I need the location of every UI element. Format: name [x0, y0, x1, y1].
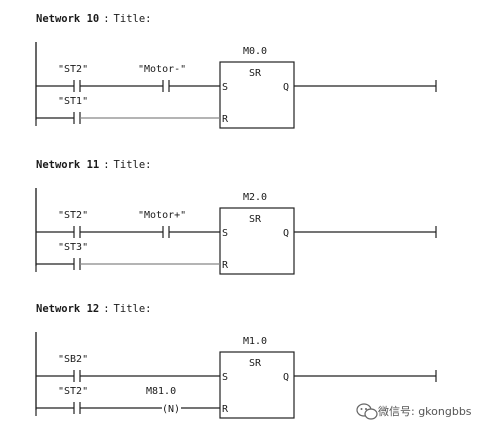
title-separator: : — [103, 13, 109, 25]
network-title: Title: — [114, 303, 152, 315]
network-title: Title: — [114, 13, 152, 25]
set-contact-1 — [73, 370, 81, 382]
network-title: Title: — [114, 159, 152, 171]
pin-s: S — [222, 228, 228, 239]
pin-q: Q — [283, 228, 289, 239]
block-address: M2.0 — [243, 192, 267, 203]
network-11: Network 11:Title:M2.0SRSRQ"ST2""Motor+""… — [35, 159, 437, 275]
set-contact-2 — [162, 226, 170, 238]
network-12: Network 12:Title:M1.0SRSRQ"SB2""ST2"(N)M… — [35, 303, 437, 419]
network-number: Network 12 — [36, 303, 99, 315]
pin-r: R — [222, 260, 229, 271]
set-contact-2 — [162, 80, 170, 92]
reset-contact-1-label: "ST2" — [58, 386, 88, 397]
pin-q: Q — [283, 82, 289, 93]
block-address: M1.0 — [243, 336, 267, 347]
set-contact-1 — [73, 80, 81, 92]
reset-contact-1 — [73, 112, 81, 124]
network-10: Network 10:Title:M0.0SRSRQ"ST2""Motor-""… — [35, 13, 437, 129]
wechat-icon — [356, 403, 378, 420]
network-number: Network 11 — [36, 159, 99, 171]
network-header: Network 12: Title: — [36, 303, 151, 315]
set-contact-1-label: "SB2" — [58, 354, 88, 365]
title-separator: : — [103, 159, 109, 171]
pin-s: S — [222, 82, 228, 93]
set-contact-1-label: "ST2" — [58, 210, 88, 221]
set-contact-2-label: "Motor+" — [138, 210, 186, 221]
pin-r: R — [222, 404, 229, 415]
pin-q: Q — [283, 372, 289, 383]
networks-group: Network 10:Title:M0.0SRSRQ"ST2""Motor-""… — [35, 13, 437, 419]
block-type: SR — [249, 214, 262, 225]
set-contact-1 — [73, 226, 81, 238]
network-header: Network 10: Title: — [36, 13, 151, 25]
reset-coil: (N) — [162, 404, 180, 415]
reset-contact-1 — [73, 258, 81, 270]
set-contact-1-label: "ST2" — [58, 64, 88, 75]
sr-block — [219, 351, 295, 419]
watermark-text: 微信号: gkongbbs — [378, 404, 472, 418]
set-contact-2-label: "Motor-" — [138, 64, 186, 75]
block-type: SR — [249, 68, 262, 79]
pin-r: R — [222, 114, 229, 125]
reset-contact-1 — [73, 402, 81, 414]
reset-contact-1-label: "ST3" — [58, 242, 88, 253]
block-address: M0.0 — [243, 46, 267, 57]
block-type: SR — [249, 358, 262, 369]
title-separator: : — [103, 303, 109, 315]
reset-coil-label: M81.0 — [146, 386, 176, 397]
sr-block — [219, 207, 295, 275]
network-header: Network 11: Title: — [36, 159, 151, 171]
sr-block — [219, 61, 295, 129]
pin-s: S — [222, 372, 228, 383]
reset-contact-1-label: "ST1" — [58, 96, 88, 107]
watermark: 微信号: gkongbbs — [356, 403, 472, 420]
network-number: Network 10 — [36, 13, 99, 25]
